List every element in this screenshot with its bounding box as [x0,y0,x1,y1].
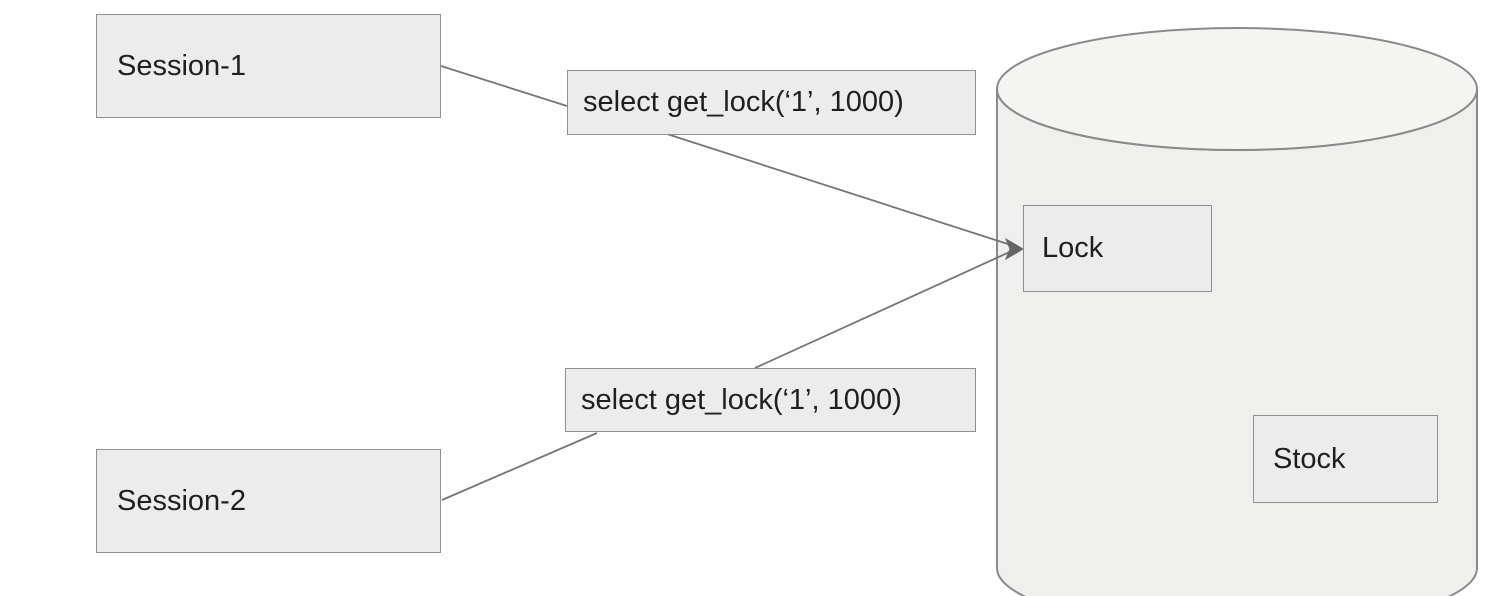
lock-label: Lock [1042,232,1104,264]
query1-label: select get_lock(‘1’, 1000) [583,86,904,118]
query2-node: select get_lock(‘1’, 1000) [565,368,976,432]
connector-query2-to-lock [754,249,1015,369]
database-cylinder-body [996,88,1478,596]
stock-label: Stock [1273,442,1346,475]
arrowhead-icon [1004,237,1024,261]
database-cylinder-top [996,27,1478,151]
connector-session1-to-query1 [440,65,568,107]
connector-query1-to-lock [666,133,1015,247]
connector-session2-to-query2 [441,432,598,501]
session1-node: Session-1 [96,14,441,118]
session2-label: Session-2 [117,484,246,517]
query2-label: select get_lock(‘1’, 1000) [581,383,902,416]
stock-node: Stock [1253,415,1438,503]
query1-node: select get_lock(‘1’, 1000) [567,70,976,135]
session1-label: Session-1 [117,49,246,82]
lock-node: Lock [1023,205,1212,292]
session2-node: Session-2 [96,449,441,553]
